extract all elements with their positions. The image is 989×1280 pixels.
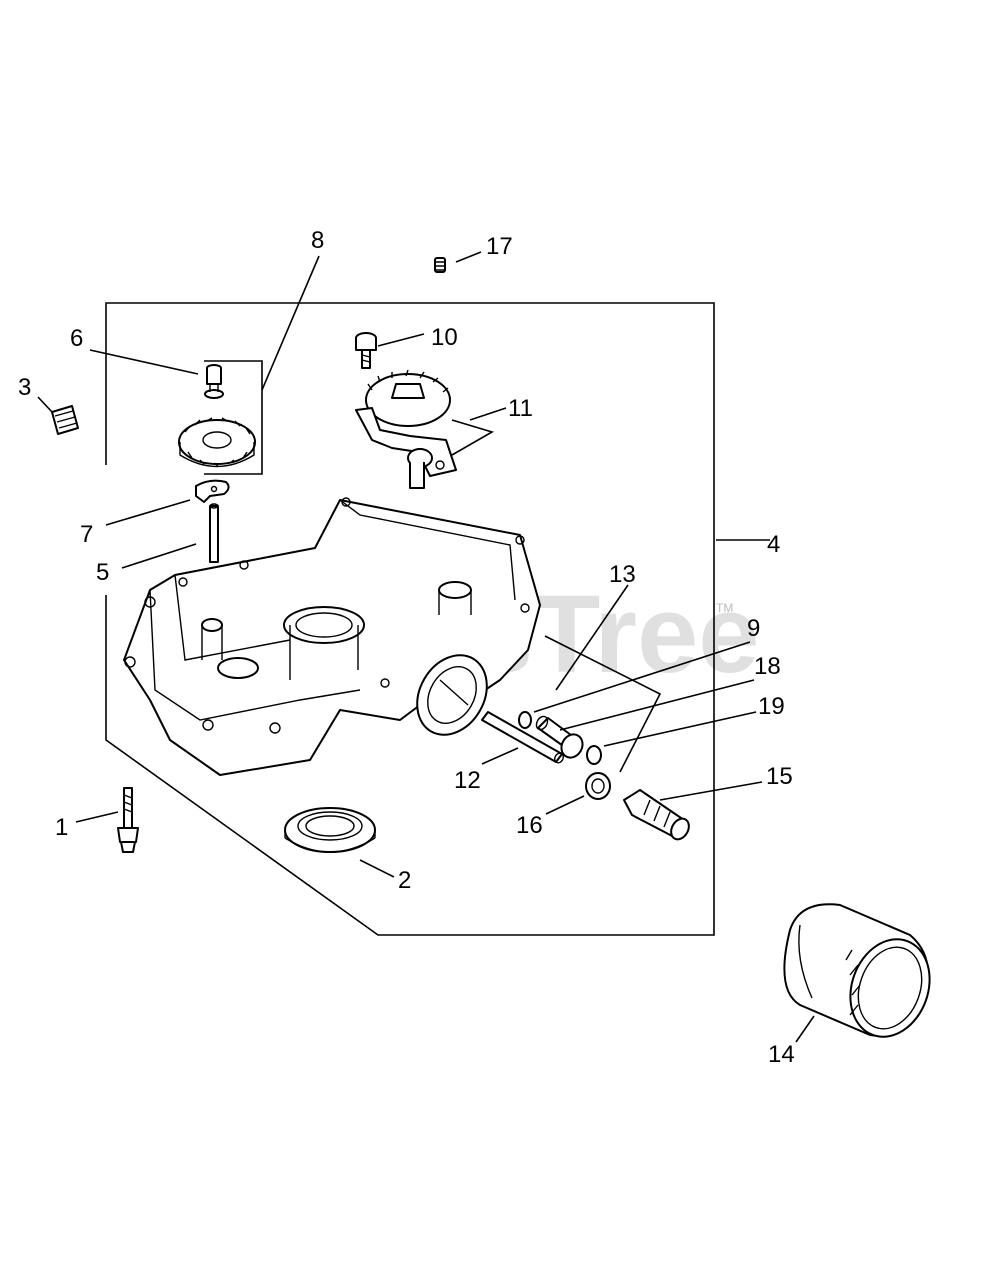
callout-9: 9: [747, 615, 760, 642]
callout-6: 6: [70, 325, 83, 352]
callout-17: 17: [486, 233, 513, 260]
shaft-5: [209, 503, 219, 563]
callout-10: 10: [431, 324, 458, 351]
washer-16: [585, 772, 611, 800]
oil-seal-2: [284, 807, 376, 853]
bolt-1: [117, 787, 139, 853]
leader-lines: [37, 251, 815, 1043]
callout-labels: 1 2 3 4 5 6 7 8 9 10 11 12 13 14 15 16 1…: [18, 227, 795, 1068]
callout-2: 2: [398, 867, 411, 894]
subassembly-bracket-8: [204, 360, 263, 475]
watermark-trademark: TM: [716, 601, 733, 615]
oil-pump-11: [355, 369, 457, 489]
callout-3: 3: [18, 374, 31, 401]
callout-8: 8: [311, 227, 324, 254]
callout-4: 4: [767, 531, 780, 558]
tube-12: [481, 711, 564, 764]
callout-13: 13: [609, 561, 636, 588]
o-ring-19: [586, 745, 602, 765]
fitting-15: [623, 789, 690, 841]
callout-19: 19: [758, 693, 785, 720]
fitting-18: [535, 715, 584, 759]
pin-6: [204, 364, 224, 399]
callout-5: 5: [96, 559, 109, 586]
callout-16: 16: [516, 812, 543, 839]
callout-1: 1: [55, 814, 68, 841]
callout-18: 18: [754, 653, 781, 680]
assembly-bracket: [105, 302, 715, 936]
callout-14: 14: [768, 1041, 795, 1068]
callout-15: 15: [766, 763, 793, 790]
callout-12: 12: [454, 767, 481, 794]
gear-8: [178, 417, 256, 468]
plug-3: [51, 405, 79, 435]
callout-11: 11: [508, 395, 533, 422]
oil-filter-14: [783, 903, 931, 1038]
bolt-10: [355, 332, 377, 369]
oil-pan: [123, 497, 541, 776]
callout-7: 7: [80, 521, 93, 548]
set-screw-17: [434, 257, 446, 273]
o-ring-9: [518, 711, 532, 729]
subassembly-bracket-11: [451, 419, 495, 456]
subassembly-bracket-13: [544, 635, 662, 773]
clip-7: [195, 479, 230, 503]
